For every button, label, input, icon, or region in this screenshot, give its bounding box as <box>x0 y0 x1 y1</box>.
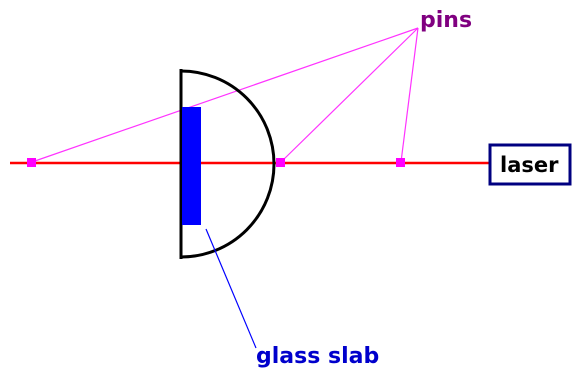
glass-slab-pointer <box>205 228 257 349</box>
glass-slab-label: glass slab <box>256 344 379 369</box>
pin-middle <box>276 158 285 167</box>
semicircle-arc <box>180 69 276 259</box>
pins-pointers <box>31 27 419 163</box>
pins-pointer-left <box>31 27 419 163</box>
pin-left <box>27 158 36 167</box>
semicircular-block <box>179 69 276 259</box>
pins-pointer-right <box>400 27 419 163</box>
laser-box <box>488 143 572 186</box>
glass-slab <box>182 107 201 225</box>
pin-right <box>396 158 405 167</box>
laser-label: laser <box>500 153 559 177</box>
pins-pointer-middle <box>280 27 419 163</box>
pins-label: pins <box>420 8 472 33</box>
